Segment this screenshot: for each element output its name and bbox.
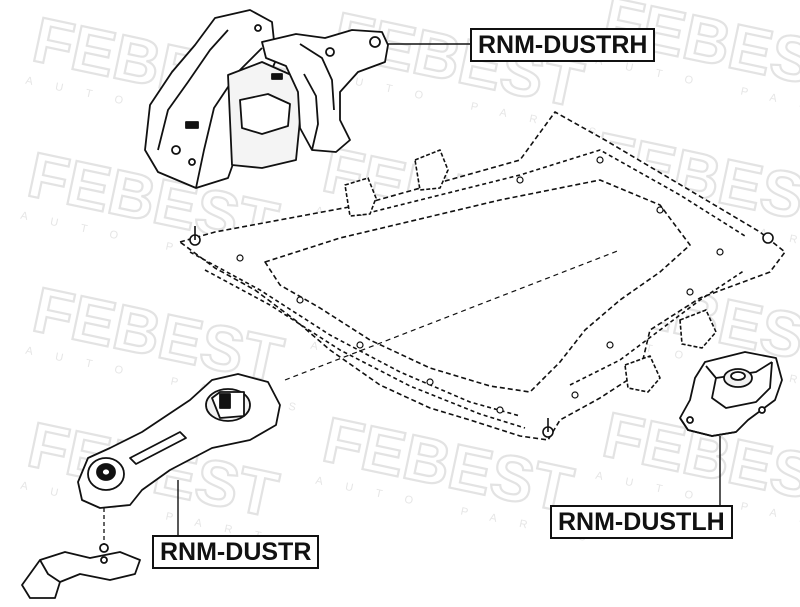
engine-mount-lh [679,351,783,505]
engine-mount-rh [144,9,470,189]
watermark-3: FEBEST AUTO PARTS [594,0,800,129]
part-label-r: RNM-DUSTR [152,535,320,569]
torque-rod [21,373,281,599]
watermark-2: FEBEST AUTO PARTS [324,0,619,144]
subframe [179,111,786,441]
part-label-rh: RNM-DUSTRH [470,28,656,62]
part-label-lh: RNM-DUSTLH [550,505,733,539]
